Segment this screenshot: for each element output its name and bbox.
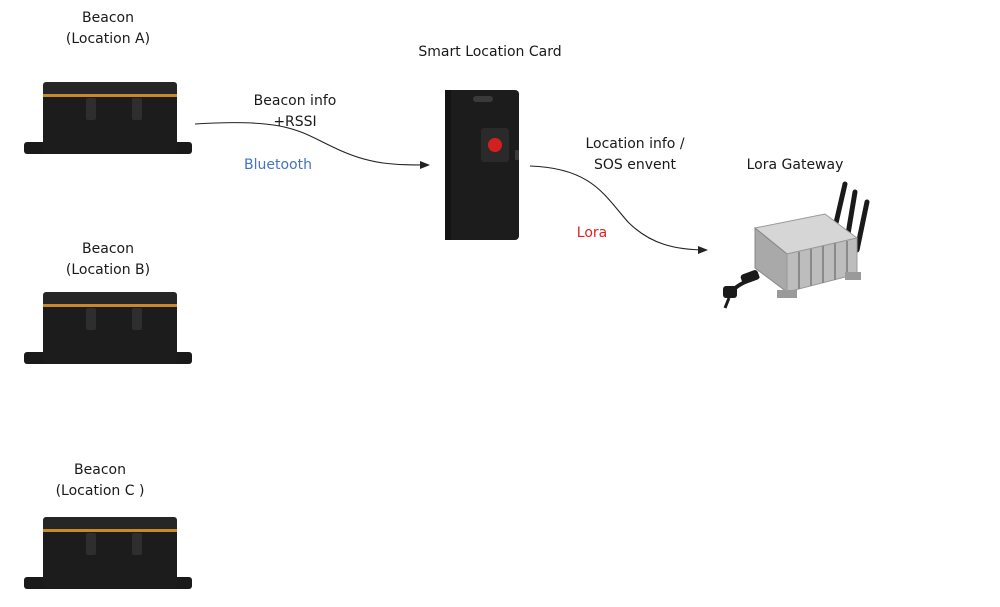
sos-button-icon	[488, 138, 502, 152]
bluetooth-protocol-label: Bluetooth	[244, 157, 312, 173]
beacon-c-label: Beacon (Location C )	[50, 460, 150, 502]
bluetooth-link-line2: +RSSI	[273, 114, 317, 130]
smart-card-device	[443, 88, 523, 242]
bluetooth-link-label: Beacon info +RSSI	[240, 91, 350, 133]
beacon-b-location: (Location B)	[65, 262, 151, 278]
beacon-b-label: Beacon (Location B)	[58, 239, 158, 281]
beacon-a-device	[24, 80, 192, 160]
bluetooth-arrow	[194, 122, 430, 169]
beacon-c-name: Beacon	[74, 462, 126, 478]
beacon-c-location: (Location C )	[55, 483, 145, 499]
card-label: Smart Location Card	[418, 44, 562, 60]
gateway-device	[715, 180, 875, 310]
beacon-b-device	[24, 290, 192, 370]
lora-link-line1: Location info /	[585, 136, 685, 152]
beacon-b-name: Beacon	[82, 241, 134, 257]
lora-link-label: Location info / SOS envent	[570, 134, 700, 176]
lora-link-line2: SOS envent	[594, 157, 676, 173]
lora-arrow	[529, 165, 708, 254]
gateway-label: Lora Gateway	[746, 157, 844, 173]
bluetooth-link-line1: Beacon info	[253, 93, 337, 109]
lora-protocol-label: Lora	[576, 225, 608, 241]
beacon-a-location: (Location A)	[65, 31, 151, 47]
beacon-a-label: Beacon (Location A)	[58, 8, 158, 50]
beacon-a-name: Beacon	[82, 10, 134, 26]
beacon-c-device	[24, 515, 192, 595]
